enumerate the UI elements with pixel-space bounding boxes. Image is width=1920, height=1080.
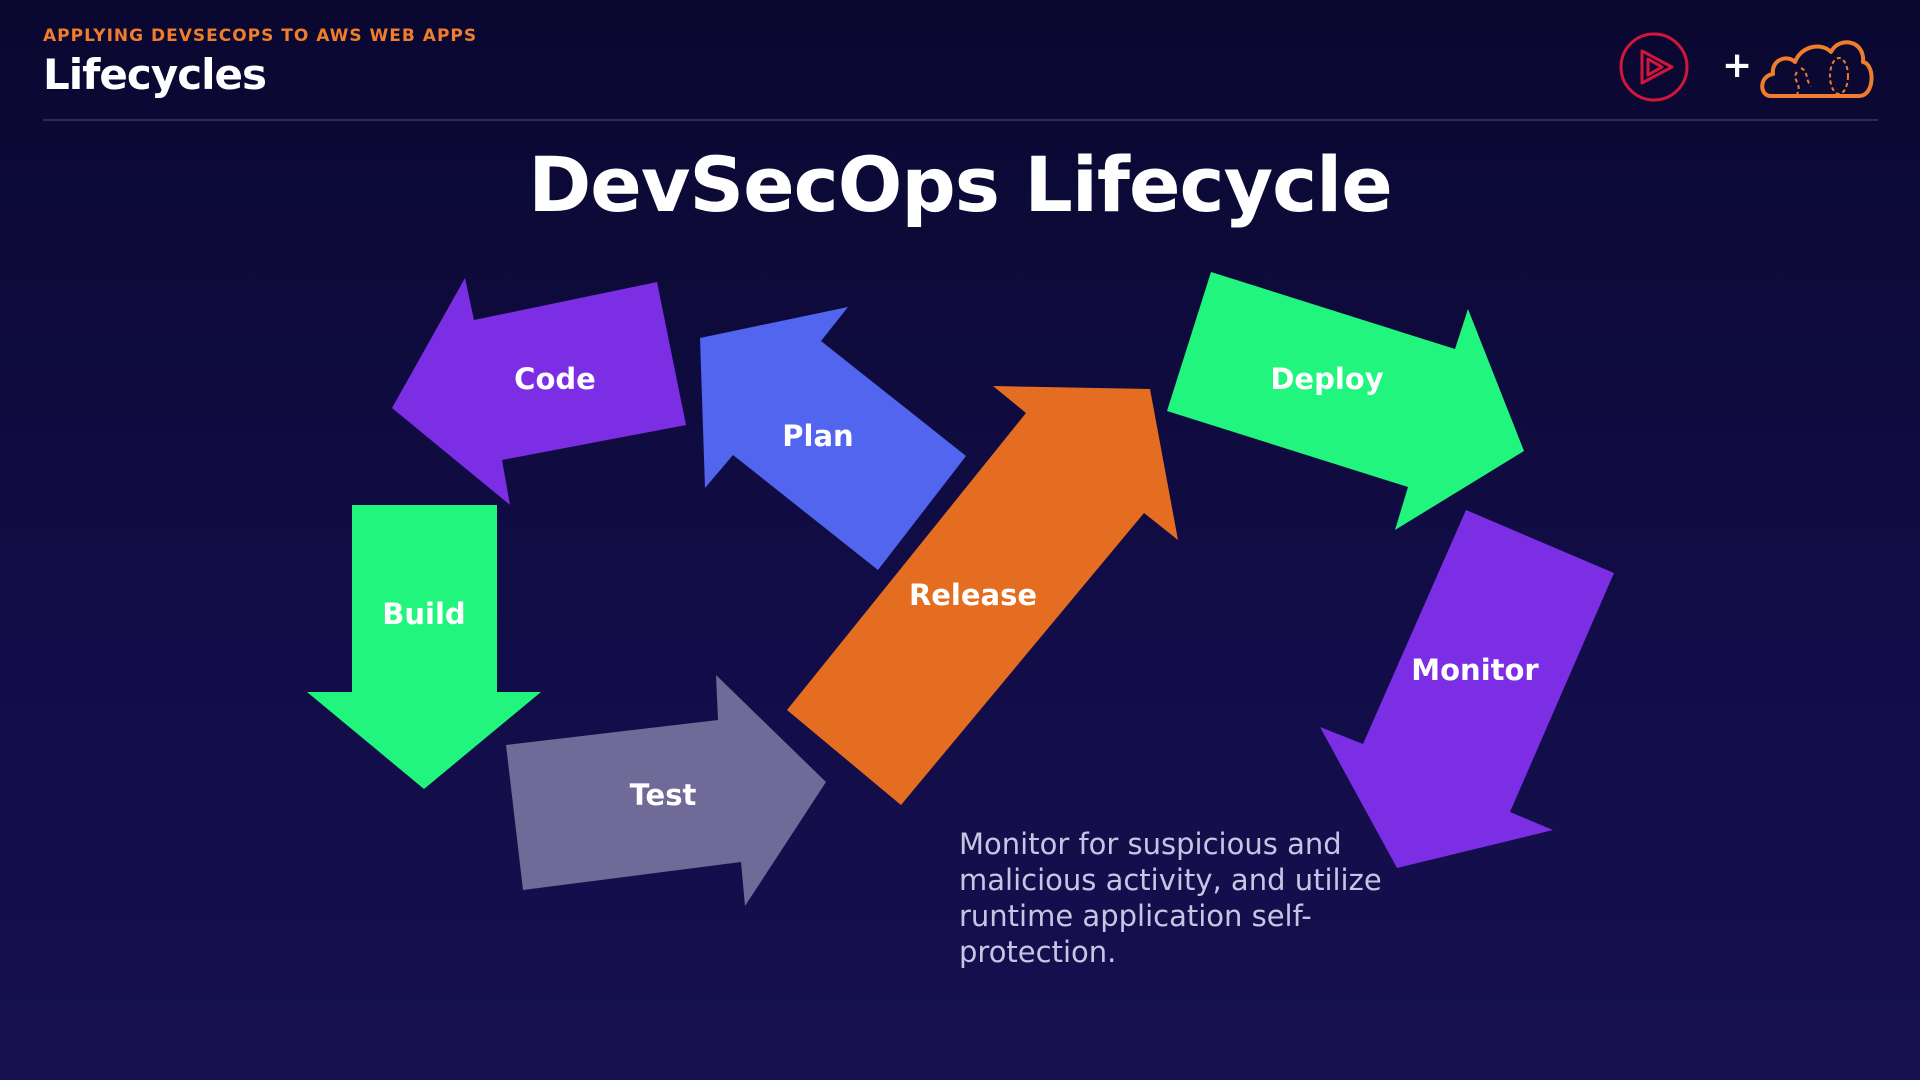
plan-arrow [700, 307, 966, 570]
play-circle-icon [1619, 32, 1689, 102]
header: APPLYING DEVSECOPS TO AWS WEB APPS Lifec… [43, 26, 477, 99]
plan-label: Plan [782, 419, 853, 453]
header-divider [43, 119, 1878, 121]
logos: + [1617, 28, 1877, 108]
stage-description: Monitor for suspicious and malicious act… [959, 827, 1382, 969]
plus-sign: + [1722, 45, 1753, 86]
deploy-arrow [1167, 272, 1524, 530]
stage-test: Test [506, 675, 826, 906]
stage-code: Code [392, 278, 686, 505]
stage-release: Release [787, 386, 1178, 805]
code-arrow [392, 278, 686, 505]
course-title: APPLYING DEVSECOPS TO AWS WEB APPS [43, 26, 478, 46]
monitor-arrow [1320, 510, 1614, 868]
test-label: Test [630, 778, 697, 812]
release-arrow [787, 386, 1178, 805]
code-label: Code [514, 362, 596, 396]
deploy-label: Deploy [1270, 362, 1383, 396]
release-label: Release [909, 578, 1037, 612]
monitor-label: Monitor [1411, 653, 1539, 687]
stage-plan: Plan [700, 307, 966, 570]
stage-monitor: Monitor [1320, 510, 1614, 868]
build-arrow [307, 505, 541, 789]
section-title: Lifecycles [43, 50, 267, 99]
stage-build: Build [307, 505, 541, 789]
build-label: Build [382, 597, 465, 631]
test-arrow [506, 675, 826, 906]
cloud-icon [1760, 40, 1874, 98]
stage-deploy: Deploy [1167, 272, 1524, 530]
slide-title: DevSecOps Lifecycle [528, 140, 1393, 229]
